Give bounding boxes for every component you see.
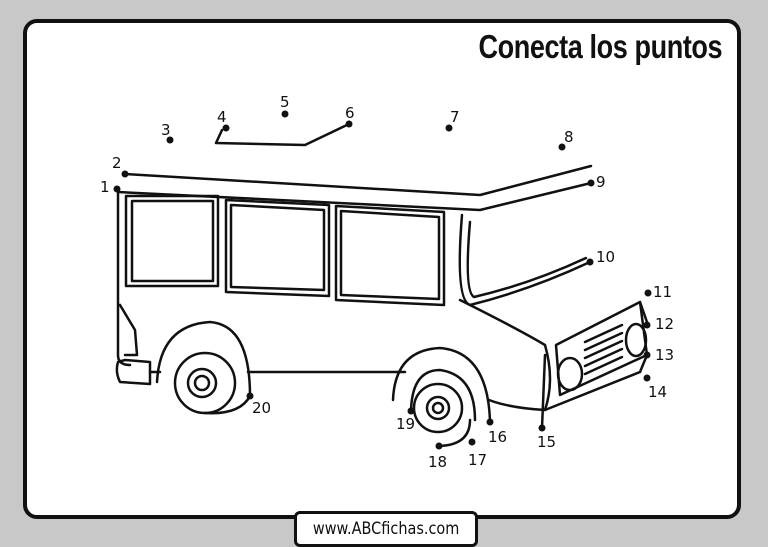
grille [554,300,649,397]
window-1 [124,194,220,288]
dot-number: 19 [396,415,415,433]
dot-12[interactable] [643,321,651,329]
windshield [458,213,592,307]
dot-8[interactable] [558,143,566,151]
dot-20[interactable] [246,392,254,400]
dot-number: 10 [596,248,615,266]
headlight-left [556,356,584,392]
website-url[interactable]: www.ABCfichas.com [312,519,460,539]
dot-number: 3 [161,121,171,139]
rear-bumper [115,358,152,386]
dot-17[interactable] [468,438,476,446]
dot-10[interactable] [586,258,594,266]
dot-3[interactable] [166,136,174,144]
dot-number: 8 [564,128,574,146]
rear-wheel [173,351,237,415]
dot-number: 20 [252,399,271,417]
dot-number: 1 [100,178,110,196]
dot-number: 11 [653,283,672,301]
worksheet-frame [23,19,741,519]
front-arch [391,346,492,424]
headlight-right [624,322,648,358]
dot-5[interactable] [281,110,289,118]
dot-18[interactable] [435,442,443,450]
dot-2[interactable] [121,170,129,178]
front-body [458,298,552,430]
dot-number: 17 [468,451,487,469]
dot-15[interactable] [538,424,546,432]
dot-number: 2 [112,154,122,172]
windshield-inner [466,220,588,299]
dot-19[interactable] [407,407,415,415]
dot-7[interactable] [445,124,453,132]
dot-number: 13 [655,346,674,364]
roof-line [123,164,593,197]
dot-number: 16 [488,428,507,446]
window-2 [224,198,331,298]
website-footer[interactable]: www.ABCfichas.com [294,511,478,547]
roof-front-line [116,181,593,212]
rear-arch [155,320,252,398]
dot-6[interactable] [345,120,353,128]
dot-number: 5 [280,93,290,111]
dot-number: 18 [428,453,447,471]
dot-number: 4 [217,108,227,126]
dot-number: 6 [345,104,355,122]
window-3 [334,204,446,307]
dot-4[interactable] [222,124,230,132]
dot-number: 9 [596,173,606,191]
roof-segment [214,122,351,147]
page-title: Conecta los puntos [478,28,722,65]
dot-1[interactable] [113,185,121,193]
dot-number: 14 [648,383,667,401]
dot-number: 7 [450,108,460,126]
dot-13[interactable] [643,351,651,359]
body-rear [116,190,139,367]
front-wheel [412,382,464,434]
dot-16[interactable] [486,418,494,426]
dot-14[interactable] [643,374,651,382]
dot-9[interactable] [587,179,595,187]
dot-number: 12 [655,315,674,333]
dot-11[interactable] [644,289,652,297]
dot-number: 15 [537,433,556,451]
